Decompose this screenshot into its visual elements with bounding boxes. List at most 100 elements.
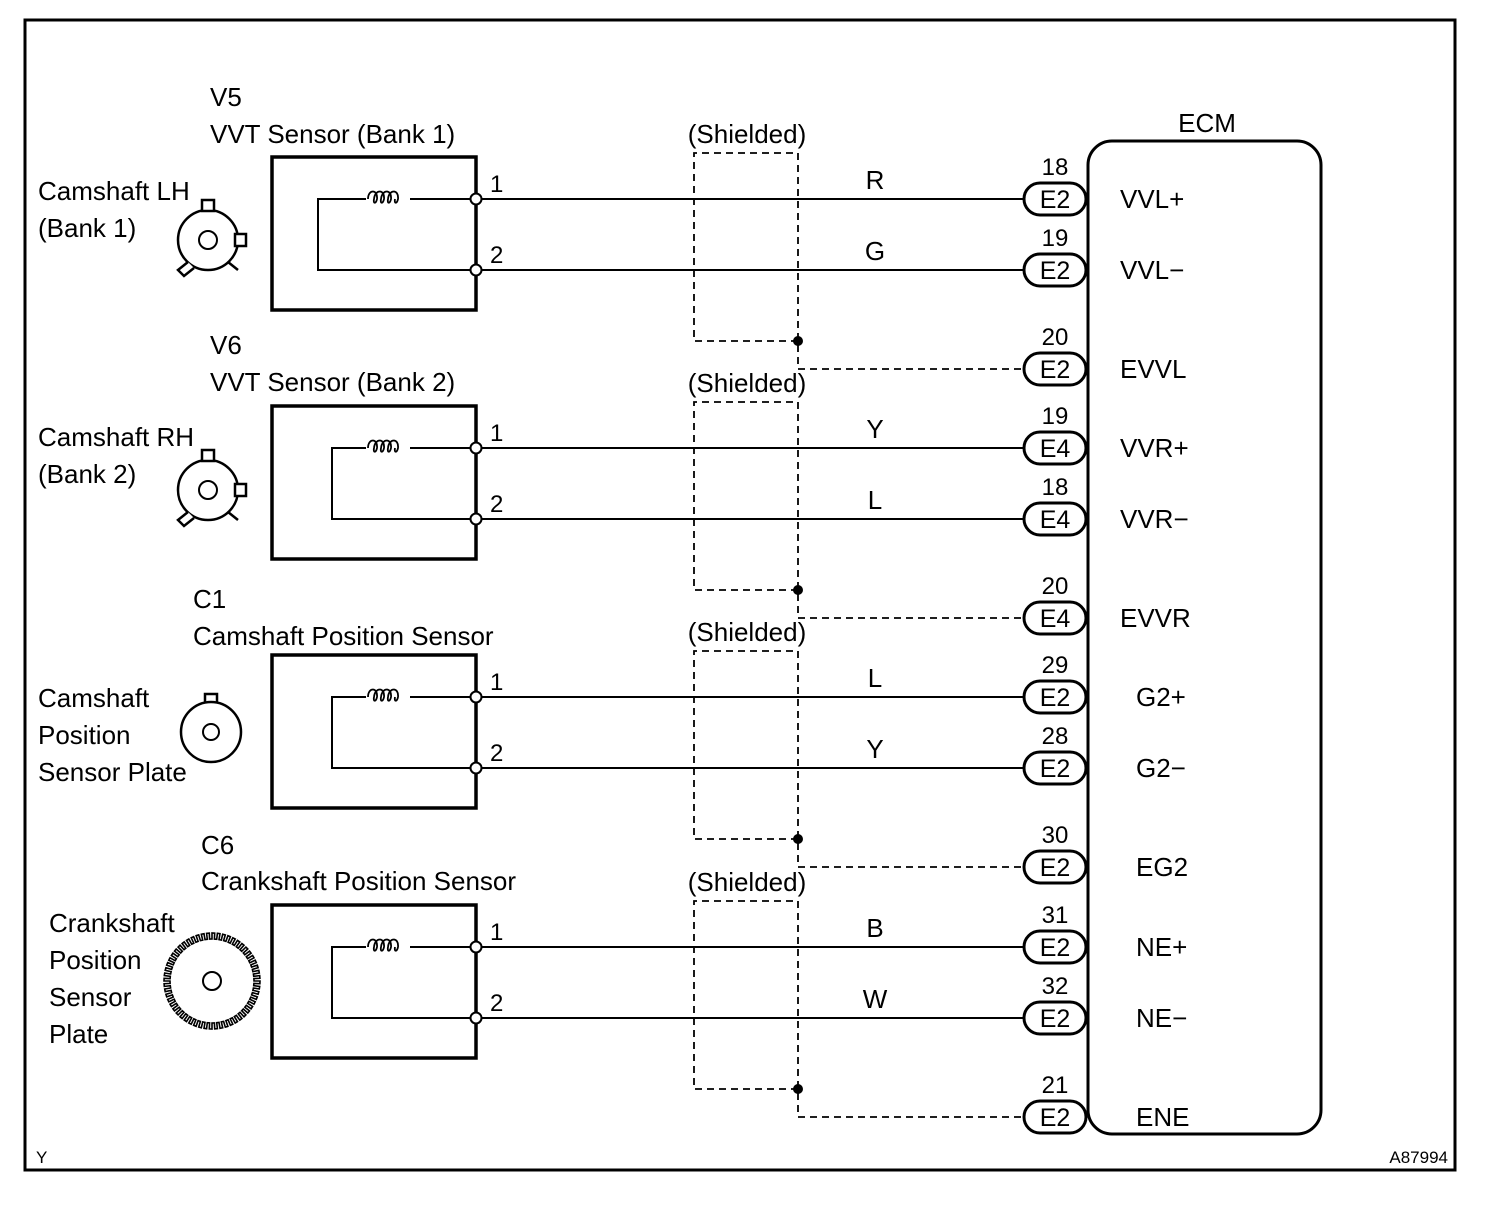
terminal-pin-number: 1 <box>490 669 503 696</box>
toothed-gear-icon <box>163 932 261 1030</box>
connector-label: E4 <box>1040 435 1071 463</box>
single-tooth-plate-icon <box>179 692 243 764</box>
camshaft-timing-rotor-icon <box>176 198 248 278</box>
ecm-terminal-name: EVVL <box>1120 354 1187 384</box>
ecm-pin-number: 29 <box>1042 652 1069 679</box>
wire-color-code: L <box>868 485 882 515</box>
corner-label-left: Y <box>36 1148 47 1167</box>
terminal-pin-number: 2 <box>490 990 503 1017</box>
shield-label: (Shielded) <box>688 867 807 897</box>
shield-junction-dot <box>793 1084 803 1094</box>
wire-color-code: B <box>866 913 883 943</box>
ecm-terminal-name: EG2 <box>1136 852 1188 882</box>
terminal-node <box>469 192 483 206</box>
connector-badge <box>1022 750 1088 786</box>
terminal-node <box>469 512 483 526</box>
ecm-terminal-name: ENE <box>1136 1102 1189 1132</box>
connector-label: E2 <box>1040 356 1071 384</box>
connector-label: E2 <box>1040 755 1071 783</box>
ecm-pin-number: 20 <box>1042 573 1069 600</box>
target-label-line: Crankshaft <box>49 908 175 938</box>
ecm-terminal-name: VVR+ <box>1120 433 1189 463</box>
diagram-frame <box>23 18 1457 1172</box>
shield-junction-dot <box>793 336 803 346</box>
target-label-line: Sensor <box>49 982 132 1012</box>
ecm-pin-number: 19 <box>1042 403 1069 430</box>
ecm-terminal-name: NE− <box>1136 1003 1187 1033</box>
ecm-terminal-name: VVL+ <box>1120 184 1184 214</box>
terminal-node <box>469 441 483 455</box>
ecm-terminal-name: NE+ <box>1136 932 1187 962</box>
figure-code: A87994 <box>1389 1148 1448 1167</box>
terminal-node <box>469 263 483 277</box>
terminal-node <box>469 940 483 954</box>
shield-junction-dot <box>793 834 803 844</box>
target-label-line: Position <box>49 945 142 975</box>
terminal-node <box>469 1011 483 1025</box>
target-label-line: Position <box>38 720 131 750</box>
shield-outline <box>693 900 1024 1118</box>
target-label-line: Camshaft RH <box>38 422 194 452</box>
connector-label: E2 <box>1040 684 1071 712</box>
target-label-line: (Bank 1) <box>38 213 136 243</box>
sensor-code: C1 <box>193 584 226 614</box>
sensor-code: V5 <box>210 82 242 112</box>
ecm-box <box>1086 139 1323 1136</box>
ecm-pin-number: 19 <box>1042 225 1069 252</box>
shield-outline <box>693 152 1024 370</box>
target-label-line: Camshaft <box>38 683 150 713</box>
wire-color-code: G <box>865 236 885 266</box>
connector-badge <box>1022 1000 1088 1036</box>
connector-label: E2 <box>1040 186 1071 214</box>
ecm-pin-number: 32 <box>1042 973 1069 1000</box>
connector-label: E2 <box>1040 934 1071 962</box>
connector-label: E2 <box>1040 854 1071 882</box>
connector-label: E2 <box>1040 257 1071 285</box>
wire-color-code: R <box>866 165 885 195</box>
terminal-pin-number: 1 <box>490 420 503 447</box>
ecm-pin-number: 30 <box>1042 822 1069 849</box>
sensor-code: V6 <box>210 330 242 360</box>
shield-label: (Shielded) <box>688 119 807 149</box>
ecm-pin-number: 31 <box>1042 902 1069 929</box>
sensor-name: VVT Sensor (Bank 1) <box>210 119 455 149</box>
ecm-terminal-name: G2+ <box>1136 682 1186 712</box>
sensor-box <box>270 404 478 561</box>
wire-color-code: Y <box>866 734 883 764</box>
connector-badge <box>1022 929 1088 965</box>
wire-color-code: L <box>868 663 882 693</box>
target-label-line: Plate <box>49 1019 108 1049</box>
connector-badge <box>1022 849 1088 885</box>
shield-label: (Shielded) <box>688 368 807 398</box>
ecm-pin-number: 28 <box>1042 723 1069 750</box>
sensor-winding-loop <box>317 198 476 271</box>
shield-outline <box>693 401 1024 619</box>
ecm-terminal-name: EVVR <box>1120 603 1191 633</box>
connector-badge <box>1022 600 1088 636</box>
sensor-name: Camshaft Position Sensor <box>193 621 494 651</box>
camshaft-timing-rotor-icon <box>176 448 248 528</box>
sensor-winding-loop <box>331 696 476 769</box>
connector-badge <box>1022 252 1088 288</box>
sensor-name: VVT Sensor (Bank 2) <box>210 367 455 397</box>
ecm-terminal-name: VVR− <box>1120 504 1189 534</box>
sensor-winding-loop <box>331 946 476 1019</box>
connector-label: E4 <box>1040 506 1071 534</box>
connector-label: E2 <box>1040 1104 1071 1132</box>
shield-label: (Shielded) <box>688 617 807 647</box>
target-label-line: Sensor Plate <box>38 757 187 787</box>
target-label-line: Camshaft LH <box>38 176 190 206</box>
target-label-line: (Bank 2) <box>38 459 136 489</box>
ecm-label: ECM <box>1178 108 1236 138</box>
sensor-coil-icon <box>367 688 399 702</box>
sensor-box <box>270 155 478 312</box>
terminal-pin-number: 1 <box>490 919 503 946</box>
sensor-code: C6 <box>201 830 234 860</box>
terminal-node <box>469 690 483 704</box>
sensor-coil-icon <box>367 938 399 952</box>
sensor-winding-loop <box>331 447 476 520</box>
sensor-box <box>270 903 478 1060</box>
